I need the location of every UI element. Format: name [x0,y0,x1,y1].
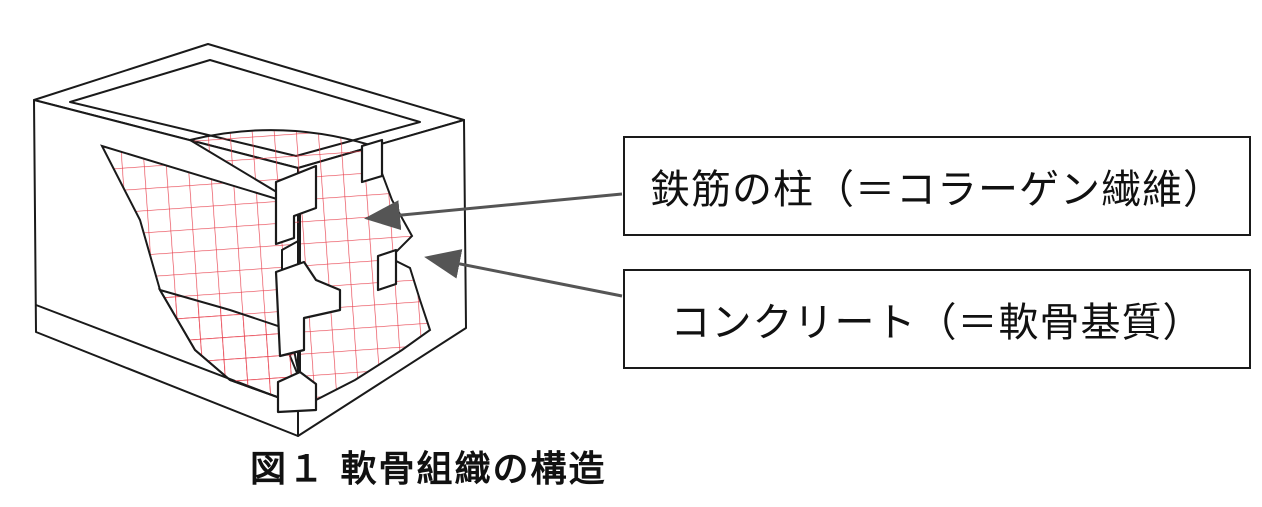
figure-caption: 図１ 軟骨組織の構造 [250,449,607,490]
pillar-lower [276,370,318,414]
pillar-upper [274,164,318,246]
label-collagen-text: 鉄筋の柱（＝コラーゲン繊維） [650,167,1224,213]
collagen-mesh-cutaway [100,129,432,404]
pointer-arrows [364,192,623,298]
rebar-pillars [274,138,398,414]
arrow-to-collagen [364,192,623,231]
label-cartilage-matrix: コンクリート（＝軟骨基質） [623,269,1251,369]
label-collagen-fiber: 鉄筋の柱（＝コラーゲン繊維） [623,136,1251,236]
right-cutaway [187,129,432,404]
pillar-middle-back [376,248,398,292]
arrow-to-matrix [424,249,623,298]
pillar-upper-back [360,138,384,184]
pillar-middle [274,260,342,358]
label-matrix-text: コンクリート（＝軟骨基質） [670,300,1204,346]
